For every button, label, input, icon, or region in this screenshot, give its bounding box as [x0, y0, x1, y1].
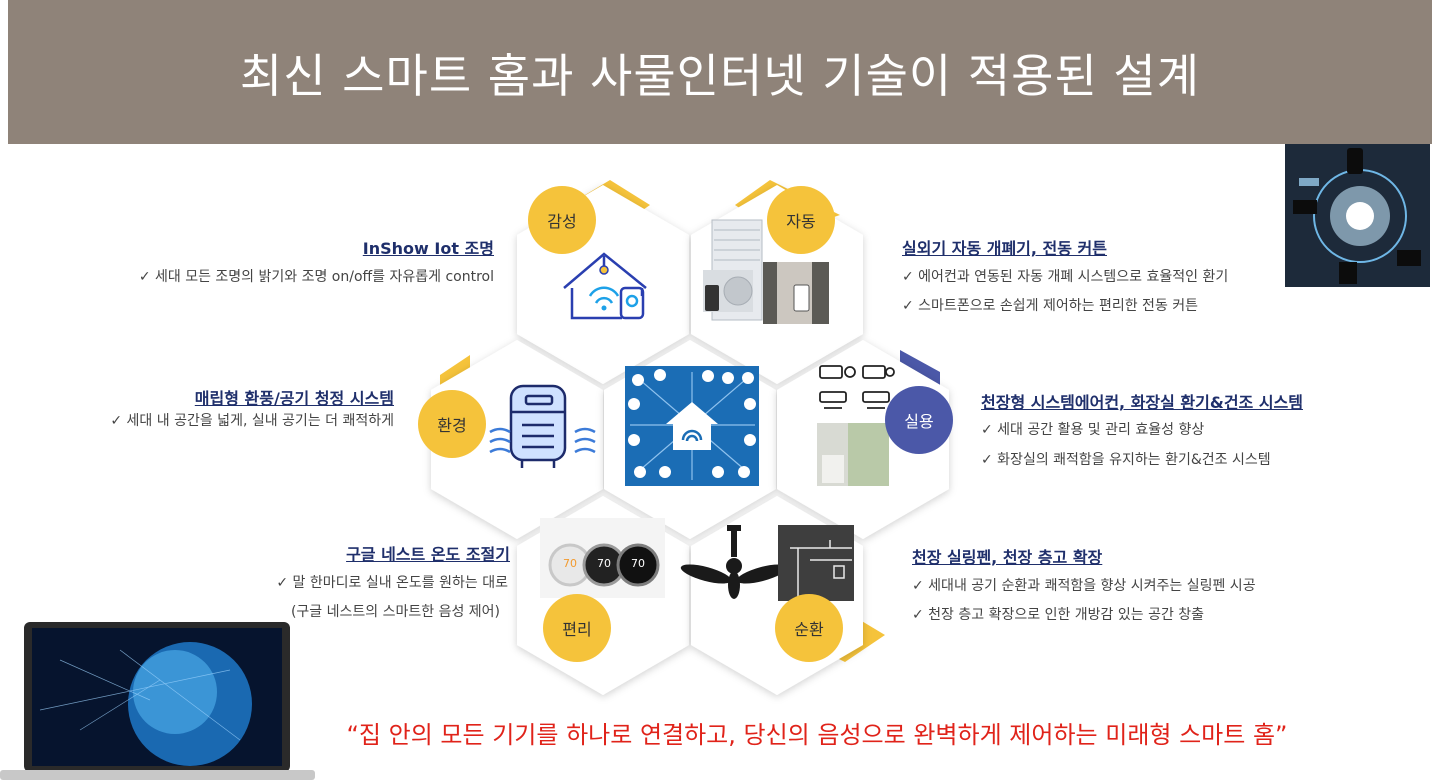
feature-bullet-lighting-1: ✓ 세대 모든 조명의 밝기와 조명 on/off를 자유롭게 control — [138, 269, 494, 285]
badge-gamseong: 감성 — [528, 186, 596, 254]
air-purifier-icon — [489, 384, 596, 468]
feature-title-ventilation: 매립형 환풍/공기 청정 시스템 — [194, 389, 394, 408]
badge-pyeonri: 편리 — [543, 594, 611, 662]
feature-title-fan: 천장 실링펜, 천장 층고 확장 — [912, 548, 1103, 567]
ceiling-fan-icon — [680, 525, 788, 599]
page-title: 최신 스마트 홈과 사물인터넷 기술이 적용된 설계 — [239, 49, 1201, 103]
badge-silyong: 실용 — [885, 386, 953, 454]
slogan-quote: “집 안의 모든 기기를 하나로 연결하고, 당신의 음성으로 완벽하게 제어하… — [346, 721, 1288, 749]
window-ac-curtain-photo — [703, 219, 829, 324]
title-banner: 최신 스마트 홈과 사물인터넷 기술이 적용된 설계 — [8, 0, 1432, 144]
feature-bullet-ventilation-1: ✓ 세대 내 공간을 넓게, 실내 공기는 더 쾌적하게 — [110, 413, 394, 429]
thermostat-reading-3: 70 — [631, 557, 645, 570]
laptop-globe-image — [0, 622, 315, 780]
badge-sunhwan: 순환 — [775, 594, 843, 662]
feature-bullet-window-1: ✓ 에어컨과 연동된 자동 개폐 시스템으로 효율적인 환기 — [902, 269, 1229, 285]
badge-hwangyeong: 환경 — [418, 390, 486, 458]
feature-bullet-window-2: ✓ 스마트폰으로 손쉽게 제어하는 편리한 전동 커튼 — [902, 298, 1199, 314]
feature-bullet-thermostat-1: ✓ 말 한마디로 실내 온도를 원하는 대로 — [276, 575, 508, 591]
iot-hands-photo — [1285, 144, 1430, 287]
feature-bullet-fan-1: ✓ 세대내 공기 순환과 쾌적함을 향상 시켜주는 실링펜 시공 — [912, 578, 1256, 594]
feature-title-aircon: 천장형 시스템에어컨, 화장실 환기&건조 시스템 — [981, 393, 1303, 412]
ceiling-section-diagram — [778, 525, 854, 601]
iot-network-icon — [625, 366, 759, 486]
feature-title-window: 실외기 자동 개폐기, 전동 커튼 — [902, 239, 1107, 258]
thermostat-reading-2: 70 — [597, 557, 611, 570]
thermostat-reading-1: 70 — [563, 557, 577, 570]
nest-thermostat-photo — [540, 518, 665, 598]
feature-bullet-aircon-1: ✓ 세대 공간 활용 및 관리 효율성 향상 — [981, 422, 1205, 438]
feature-bullet-aircon-2: ✓ 화장실의 쾌적함을 유지하는 환기&건조 시스템 — [981, 452, 1271, 468]
feature-title-thermostat: 구글 네스트 온도 조절기 — [346, 545, 510, 564]
ceiling-ac-bathroom-photo — [817, 365, 895, 486]
smart-house-wifi-icon — [563, 252, 647, 320]
feature-title-lighting: InShow Iot 조명 — [362, 239, 494, 258]
feature-bullet-thermostat-2: (구글 네스트의 스마트한 음성 제어) — [290, 604, 500, 620]
badge-jadong: 자동 — [767, 186, 835, 254]
feature-bullet-fan-2: ✓ 천장 층고 확장으로 인한 개방감 있는 공간 창출 — [912, 607, 1205, 623]
